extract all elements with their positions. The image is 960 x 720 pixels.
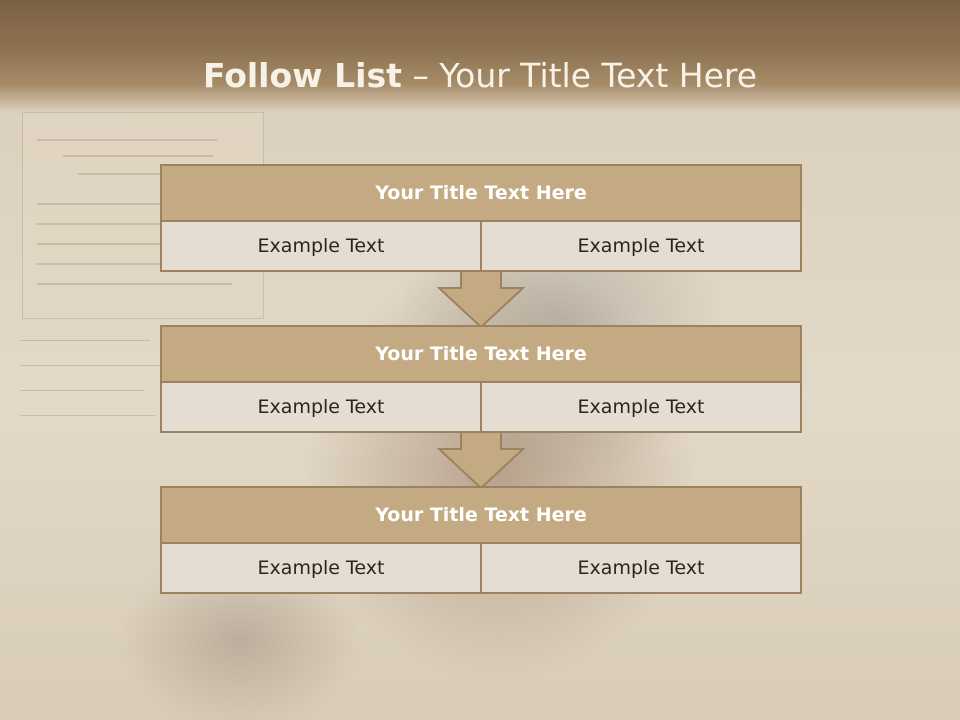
step-title: Your Title Text Here [160, 325, 802, 383]
step-title: Your Title Text Here [160, 164, 802, 222]
step-row: Example Text Example Text [160, 544, 802, 594]
background-handwriting [20, 365, 160, 366]
page-title-bold: Follow List [202, 56, 402, 95]
background-handwriting [20, 415, 155, 416]
step-title: Your Title Text Here [160, 486, 802, 544]
step-block-3: Your Title Text Here Example Text Exampl… [160, 486, 802, 594]
header-band [0, 0, 960, 112]
step-row: Example Text Example Text [160, 222, 802, 272]
down-arrow-icon [437, 431, 525, 489]
step-row: Example Text Example Text [160, 383, 802, 433]
page-title: Follow List – Your Title Text Here [0, 54, 960, 98]
page-title-rest: – Your Title Text Here [401, 56, 758, 95]
step-block-2: Your Title Text Here Example Text Exampl… [160, 325, 802, 433]
step-cell-right: Example Text [482, 383, 802, 433]
step-cell-left: Example Text [160, 544, 482, 594]
step-cell-right: Example Text [482, 222, 802, 272]
step-cell-left: Example Text [160, 222, 482, 272]
step-block-1: Your Title Text Here Example Text Exampl… [160, 164, 802, 272]
background-handwriting [20, 390, 145, 391]
step-cell-left: Example Text [160, 383, 482, 433]
background-handwriting [20, 340, 150, 341]
step-cell-right: Example Text [482, 544, 802, 594]
down-arrow-icon [437, 270, 525, 328]
